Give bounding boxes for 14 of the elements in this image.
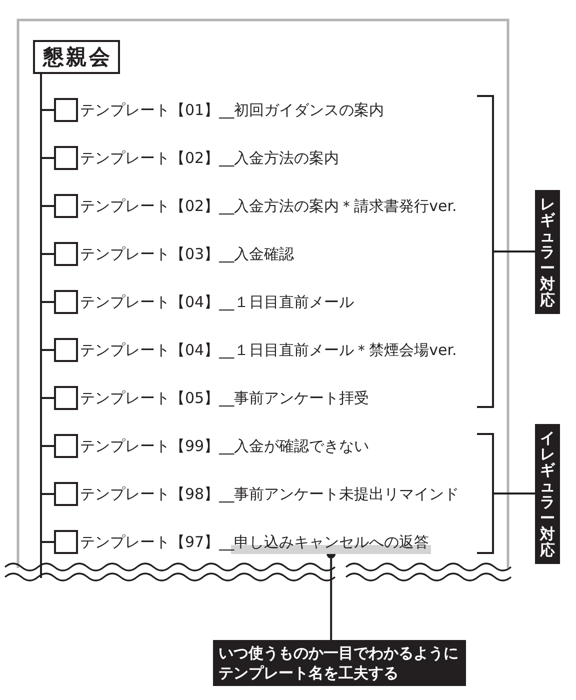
template-name: テンプレート【97】__申し込みキャンセルへの返答 bbox=[80, 532, 430, 553]
template-name: テンプレート【02】__入金方法の案内 bbox=[80, 148, 340, 169]
template-name: テンプレート【05】__事前アンケート拝受 bbox=[80, 388, 370, 409]
template-name: テンプレート【98】__事前アンケート未提出リマインド bbox=[80, 484, 460, 505]
group-label: イレギュラー対応 bbox=[535, 424, 560, 564]
callout-box: いつ使うものか一目でわかるようにテンプレート名を工夫する bbox=[212, 640, 466, 686]
template-name: テンプレート【04】__１日目直前メール＊禁煙会場ver. bbox=[80, 340, 457, 361]
group-label: レギュラー対応 bbox=[535, 190, 560, 314]
root-box: 懇親会 bbox=[33, 40, 120, 74]
template-name: テンプレート【99】__入金が確認できない bbox=[80, 436, 370, 457]
template-name: テンプレート【02】__入金方法の案内＊請求書発行ver. bbox=[80, 196, 457, 217]
template-name: テンプレート【01】__初回ガイダンスの案内 bbox=[80, 100, 384, 121]
template-name: テンプレート【04】__１日目直前メール bbox=[80, 292, 354, 313]
template-name: テンプレート【03】__入金確認 bbox=[80, 244, 294, 265]
